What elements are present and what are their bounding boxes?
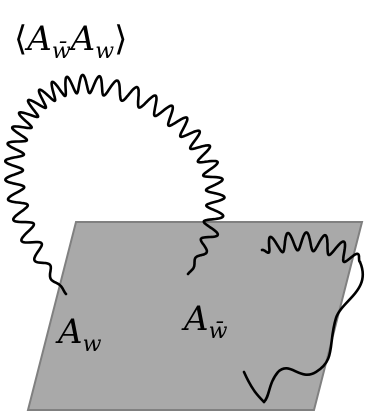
- open-string-curve: [262, 260, 364, 404]
- propagator-wavy-line: [4, 73, 226, 296]
- correlator-title: ⟨Aw̄Aw⟩: [14, 19, 127, 64]
- plane: [26, 221, 364, 411]
- label-a-wbar: Aw̄: [181, 299, 228, 344]
- open-string-curve-tail: [242, 370, 266, 404]
- open-string-wavy-line: [260, 231, 362, 264]
- label-a-w: Aw: [55, 312, 102, 357]
